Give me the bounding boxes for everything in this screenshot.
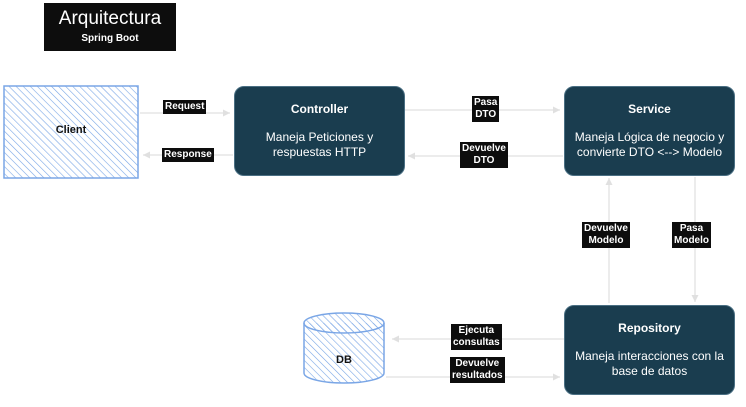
- edge-label-pasa-modelo-line2: Modelo: [674, 235, 709, 246]
- service-desc-line1: Maneja Lógica de negocio y: [574, 130, 725, 144]
- edge-label-request: Request: [163, 100, 207, 114]
- client-label: Client: [55, 124, 87, 136]
- edge-label-ejecuta-line2: consultas: [453, 337, 500, 348]
- edge-label-devuelve-dto-line2: DTO: [473, 155, 495, 166]
- diagram-title-box: Arquitectura Spring Boot: [44, 3, 176, 51]
- client-shape: [3, 85, 139, 179]
- repository-desc-line1: Maneja interacciones con la: [575, 349, 724, 363]
- edge-label-devuelve-modelo-line2: Modelo: [588, 235, 624, 246]
- db-label: DB: [336, 354, 352, 366]
- controller-title: Controller: [290, 102, 349, 116]
- edge-label-ejecuta-consultas: Ejecuta consultas: [451, 324, 502, 350]
- edge-label-pasa-modelo-line1: Pasa: [679, 223, 704, 234]
- edge-label-devuelve-dto-line1: Devuelve: [462, 143, 506, 154]
- edge-label-devuelve-modelo: Devuelve Modelo: [582, 222, 630, 248]
- edge-label-response: Response: [162, 148, 214, 162]
- diagram-subtitle: Spring Boot: [81, 33, 139, 44]
- service-title: Service: [628, 102, 671, 116]
- edge-label-pasa-dto: Pasa DTO: [472, 96, 500, 122]
- edge-label-pasa-dto-line1: Pasa: [474, 97, 498, 108]
- edge-label-ejecuta-line1: Ejecuta: [458, 325, 495, 336]
- service-node: Service Maneja Lógica de negocio y convi…: [564, 86, 735, 176]
- repository-desc-line2: base de datos: [611, 364, 688, 378]
- repository-title: Repository: [618, 321, 681, 335]
- edge-label-devuelve-res-line1: Devuelve: [455, 358, 500, 369]
- controller-node: Controller Maneja Peticiones y respuesta…: [234, 86, 405, 176]
- edge-label-devuelve-modelo-line1: Devuelve: [584, 223, 628, 234]
- diagram-title: Arquitectura: [58, 8, 162, 29]
- edge-label-pasa-modelo: Pasa Modelo: [672, 222, 711, 248]
- edge-label-devuelve-res-line2: resultados: [452, 370, 503, 381]
- db-shape: [303, 312, 385, 384]
- edge-label-devuelve-resultados: Devuelve resultados: [450, 357, 505, 383]
- edge-label-response-text: Response: [164, 149, 212, 160]
- repository-node: Repository Maneja interacciones con la b…: [564, 305, 735, 395]
- controller-desc-line2: respuestas HTTP: [272, 145, 367, 159]
- controller-desc-line1: Maneja Peticiones y: [265, 130, 374, 144]
- edge-label-devuelve-dto: Devuelve DTO: [460, 142, 508, 168]
- service-desc-line2: convierte DTO <--> Modelo: [576, 145, 723, 159]
- edge-label-pasa-dto-line2: DTO: [475, 109, 497, 120]
- edge-label-request-text: Request: [165, 101, 205, 112]
